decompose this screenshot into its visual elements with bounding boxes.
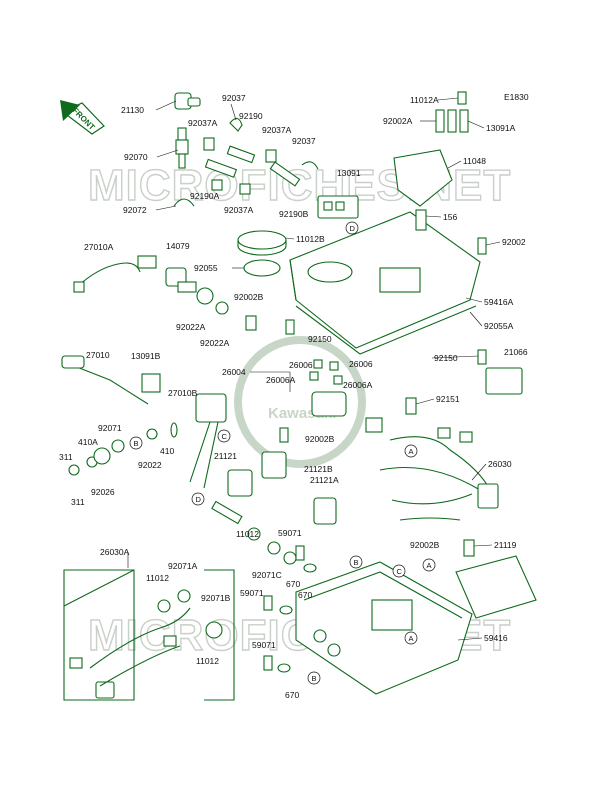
svg-text:B: B: [312, 674, 317, 683]
callout-label: 59071: [252, 640, 276, 650]
callout-label: 92022A: [176, 322, 206, 332]
callout-label: 27010B: [168, 388, 198, 398]
callout-label: 26006A: [266, 375, 296, 385]
callout-label: 92037A: [262, 125, 292, 135]
svg-text:C: C: [222, 432, 228, 441]
callout-label: 27010: [86, 350, 110, 360]
callout-label: 11048: [463, 156, 486, 166]
callout-label: 92071B: [201, 593, 231, 603]
callout-label: 92070: [124, 152, 148, 162]
callout-label: 26030A: [100, 547, 130, 557]
ref-marker: A: [404, 444, 418, 458]
watermark-emblem: [234, 336, 366, 468]
svg-text:D: D: [350, 224, 356, 233]
drawing-code: E1830: [504, 92, 529, 102]
callout-label: 11012: [196, 656, 219, 666]
callout-label: 92150: [434, 353, 458, 363]
callout-label: 21121: [214, 451, 237, 461]
callout-label: 92055: [194, 263, 218, 273]
callout-label: 92190A: [190, 191, 220, 201]
callout-label: 14079: [166, 241, 190, 251]
callout-label: 13091A: [486, 123, 516, 133]
callout-label: 27010A: [84, 242, 114, 252]
svg-text:C: C: [397, 567, 403, 576]
callout-label: 311: [71, 497, 85, 507]
callout-label: 21066: [504, 347, 528, 357]
ref-marker: B: [307, 671, 321, 685]
callout-label: 26004: [222, 367, 246, 377]
callout-label: 92150: [308, 334, 332, 344]
callout-label: 26006: [289, 360, 313, 370]
callout-label: 92022A: [200, 338, 230, 348]
callout-label: 11012: [236, 529, 259, 539]
callout-label: 410: [160, 446, 174, 456]
callout-label: 11012B: [296, 234, 325, 244]
callout-label: 13091: [337, 168, 361, 178]
callout-label: 21121A: [310, 475, 339, 485]
svg-text:B: B: [354, 558, 359, 567]
callout-label: 26006: [349, 359, 373, 369]
callout-label: 26030: [488, 459, 512, 469]
callout-label: 156: [443, 212, 457, 222]
callout-label: 92002: [502, 237, 526, 247]
callout-label: 11012A: [410, 95, 439, 105]
callout-label: 59071: [278, 528, 302, 538]
svg-text:B: B: [134, 439, 139, 448]
callout-label: 92055A: [484, 321, 514, 331]
callout-label: 92002B: [305, 434, 335, 444]
part-drawings: [61, 91, 537, 701]
callout-label: 92037A: [224, 205, 254, 215]
callout-label: 410A: [78, 437, 98, 447]
callout-label: 92071A: [168, 561, 198, 571]
callout-label: 21121B: [304, 464, 333, 474]
svg-text:A: A: [409, 447, 414, 456]
callout-label: 92002B: [234, 292, 264, 302]
callout-label: 59071: [240, 588, 264, 598]
callout-label: 92037A: [188, 118, 218, 128]
ref-marker: B: [129, 436, 143, 450]
callout-label: 92072: [123, 205, 147, 215]
leader-lines: [127, 97, 501, 641]
svg-text:A: A: [409, 634, 414, 643]
callout-label: 670: [298, 590, 312, 600]
ref-marker: A: [422, 558, 436, 572]
callout-label: 21119: [494, 540, 517, 550]
svg-text:A: A: [427, 561, 432, 570]
callout-label: 59416: [484, 633, 508, 643]
callout-label: 92026: [91, 487, 115, 497]
ref-marker: D: [191, 492, 205, 506]
ref-marker: B: [349, 555, 363, 569]
callout-label: 92037: [222, 93, 246, 103]
callout-label: 92071: [98, 423, 122, 433]
callout-label: 92190: [239, 111, 263, 121]
callout-label: 92071C: [252, 570, 282, 580]
ref-marker: C: [217, 429, 231, 443]
ref-marker: D: [345, 221, 359, 235]
callout-label: 670: [286, 579, 300, 589]
callout-label: 92022: [138, 460, 162, 470]
callout-label: 21130: [121, 105, 144, 115]
callout-label: 92002B: [410, 540, 440, 550]
callout-label: 311: [59, 452, 73, 462]
callout-label: 13091B: [131, 351, 161, 361]
ref-marker: A: [404, 631, 418, 645]
callout-label: 26006A: [343, 380, 373, 390]
callout-label: 670: [285, 690, 299, 700]
svg-text:D: D: [196, 495, 202, 504]
callout-label: 11012: [146, 573, 169, 583]
callout-label: 92190B: [279, 209, 309, 219]
callout-label: 92151: [436, 394, 460, 404]
callout-label: 92037: [292, 136, 316, 146]
callout-labels: 21130 92037 92037A 92190 92037A 92037 92…: [59, 93, 528, 700]
ref-marker: C: [392, 564, 406, 578]
callout-label: 59416A: [484, 297, 514, 307]
callout-label: 92002A: [383, 116, 413, 126]
reference-markers: D C B A D A B C A B: [129, 221, 436, 685]
front-arrow-icon: FRONT: [60, 100, 105, 135]
